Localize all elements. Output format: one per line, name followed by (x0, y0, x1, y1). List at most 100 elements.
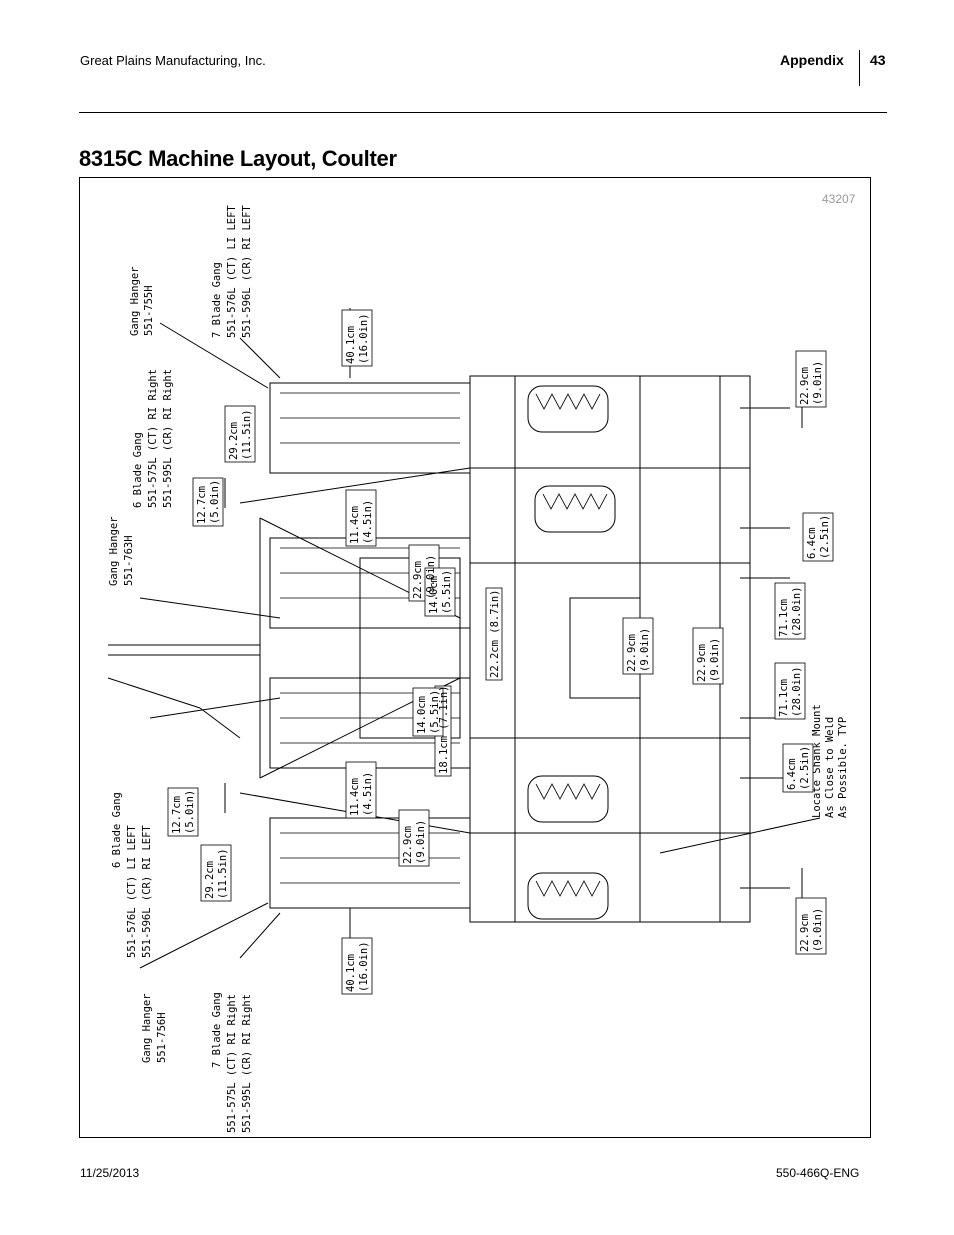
svg-text:40.1cm: 40.1cm (345, 954, 357, 992)
svg-text:Gang Hanger: Gang Hanger (129, 266, 141, 336)
svg-text:22.9cm: 22.9cm (696, 644, 708, 682)
tire-3 (527, 775, 609, 823)
svg-text:(4.5in): (4.5in) (362, 772, 374, 816)
svg-text:551-596L (CR) RI LEFT: 551-596L (CR) RI LEFT (141, 825, 153, 958)
svg-text:22.9cm: 22.9cm (799, 367, 811, 405)
svg-text:Gang Hanger: Gang Hanger (141, 993, 153, 1063)
svg-text:11.4cm: 11.4cm (349, 506, 361, 544)
label-7-blade-top: 7 Blade Gang 551-576L (CT) LI LEFT 551-5… (211, 205, 253, 338)
svg-text:(5.0in): (5.0in) (209, 480, 221, 524)
svg-text:551-755H: 551-755H (143, 285, 155, 336)
svg-text:11.4cm: 11.4cm (349, 778, 361, 816)
svg-text:As Possible. TYP: As Possible. TYP (837, 717, 849, 818)
svg-text:22.9cm: 22.9cm (402, 826, 414, 864)
dim-711-bot: 71.1cm(28.0in) (778, 666, 803, 717)
dim-229-a: 22.9cm(9.0in) (412, 555, 437, 599)
label-gang-hanger-755h: Gang Hanger 551-755H (129, 266, 155, 336)
footer-doc-number: 550-466Q-ENG (776, 1166, 860, 1180)
dim-229-rt-bot: 22.9cm(9.0in) (799, 908, 824, 952)
figure-number: 43207 (822, 192, 856, 206)
svg-text:(28.0in): (28.0in) (791, 666, 803, 717)
dim-140-b: 14.0cm(5.5in) (416, 690, 441, 734)
label-6-blade-top: 6 Blade Gang 551-575L (CT) RI Right 551-… (132, 369, 174, 508)
svg-text:551-575L (CT) RI Right: 551-575L (CT) RI Right (147, 369, 159, 508)
svg-text:(2.5in): (2.5in) (819, 515, 831, 559)
svg-text:(16.0in): (16.0in) (358, 941, 370, 992)
dim-127-top: 12.7cm(5.0in) (196, 480, 221, 524)
svg-text:(5.5in): (5.5in) (441, 570, 453, 614)
svg-text:551-575L (CT) RI Right: 551-575L (CT) RI Right (226, 994, 238, 1133)
svg-text:(4.5in): (4.5in) (362, 500, 374, 544)
label-shank-note: Locate Shank Mount As Close to Weld As P… (811, 704, 849, 818)
svg-text:29.2cm: 29.2cm (204, 861, 216, 899)
svg-text:6 Blade Gang: 6 Blade Gang (132, 432, 144, 508)
svg-text:22.2cm (8.7in): 22.2cm (8.7in) (489, 589, 501, 678)
svg-text:(9.0in): (9.0in) (415, 820, 427, 864)
svg-text:551-763H: 551-763H (123, 535, 135, 586)
page-number: 43 (870, 52, 886, 68)
svg-text:(5.5in): (5.5in) (429, 690, 441, 734)
svg-text:29.2cm: 29.2cm (228, 422, 240, 460)
company-name: Great Plains Manufacturing, Inc. (80, 53, 266, 68)
svg-text:22.9cm: 22.9cm (626, 634, 638, 672)
dim-229-b: 22.9cm(9.0in) (402, 820, 427, 864)
svg-text:551-595L (CR) RI Right: 551-595L (CR) RI Right (162, 369, 174, 508)
dim-64-bot: 6.4cm(2.5in) (786, 746, 811, 790)
svg-text:551-576L (CT) LI LEFT: 551-576L (CT) LI LEFT (126, 825, 138, 958)
dim-127-bot: 12.7cm(5.0in) (171, 790, 196, 834)
dim-401-top: 40.1cm(16.0in) (345, 313, 370, 364)
svg-text:(16.0in): (16.0in) (358, 313, 370, 364)
label-gang-hanger-756h: Gang Hanger 551-756H (141, 993, 168, 1063)
page-title: 8315C Machine Layout, Coulter (79, 146, 397, 171)
dim-64-top: 6.4cm(2.5in) (806, 515, 831, 559)
header-rule (79, 112, 887, 113)
tire-2 (534, 485, 616, 533)
label-gang-hanger-763h: Gang Hanger 551-763H (108, 516, 135, 586)
machine-drawing: Gang Hanger 551-755H 7 Blade Gang 551-57… (107, 205, 849, 1133)
svg-text:Locate Shank Mount: Locate Shank Mount (811, 704, 823, 818)
svg-text:551-576L (CT) LI LEFT: 551-576L (CT) LI LEFT (226, 205, 238, 338)
footer-date: 11/25/2013 (80, 1166, 140, 1180)
dim-292-top: 29.2cm(11.5in) (228, 409, 253, 460)
svg-text:(9.0in): (9.0in) (812, 908, 824, 952)
svg-text:22.9cm: 22.9cm (412, 561, 424, 599)
svg-text:(11.5in): (11.5in) (241, 409, 253, 460)
svg-text:(2.5in): (2.5in) (799, 746, 811, 790)
tire-4 (527, 872, 609, 920)
dim-401-bot: 40.1cm(16.0in) (345, 941, 370, 992)
dim-114-bot: 11.4cm(4.5in) (349, 772, 374, 816)
dim-229-rt-top: 22.9cm(9.0in) (799, 361, 824, 405)
dim-292-bot: 29.2cm(11.5in) (204, 848, 229, 899)
svg-text:(9.0in): (9.0in) (639, 628, 651, 672)
dim-114-top: 11.4cm(4.5in) (349, 500, 374, 544)
svg-text:(9.0in): (9.0in) (709, 638, 721, 682)
svg-text:551-756H: 551-756H (156, 1012, 168, 1063)
dim-229-mid1: 22.9cm(9.0in) (626, 628, 651, 672)
header-divider (859, 50, 860, 86)
section-name: Appendix (780, 52, 844, 68)
svg-text:(9.0in): (9.0in) (812, 361, 824, 405)
svg-text:18.1cm (7.1in): 18.1cm (7.1in) (438, 685, 450, 774)
svg-text:14.0cm: 14.0cm (416, 696, 428, 734)
dim-222: 22.2cm (8.7in) (489, 589, 501, 678)
svg-text:6.4cm: 6.4cm (806, 527, 818, 559)
dim-181: 18.1cm (7.1in) (438, 685, 450, 774)
svg-text:(11.5in): (11.5in) (217, 848, 229, 899)
svg-text:(9.0in): (9.0in) (425, 555, 437, 599)
svg-text:551-595L (CR) RI Right: 551-595L (CR) RI Right (241, 994, 253, 1133)
svg-text:71.1cm: 71.1cm (778, 599, 790, 637)
svg-text:6 Blade Gang: 6 Blade Gang (111, 792, 123, 868)
svg-text:As Close to Weld: As Close to Weld (824, 717, 836, 818)
dim-229-mid2: 22.9cm(9.0in) (696, 638, 721, 682)
svg-text:12.7cm: 12.7cm (196, 486, 208, 524)
tire-1 (527, 385, 609, 433)
dim-711-top: 71.1cm(28.0in) (778, 586, 803, 637)
svg-text:7 Blade Gang: 7 Blade Gang (211, 262, 223, 338)
svg-text:71.1cm: 71.1cm (778, 679, 790, 717)
svg-text:7 Blade Gang: 7 Blade Gang (211, 992, 223, 1068)
svg-text:(28.0in): (28.0in) (791, 586, 803, 637)
svg-text:22.9cm: 22.9cm (799, 914, 811, 952)
layout-figure: 43207 (79, 177, 871, 1138)
svg-text:(5.0in): (5.0in) (184, 790, 196, 834)
svg-text:Gang Hanger: Gang Hanger (108, 516, 120, 586)
